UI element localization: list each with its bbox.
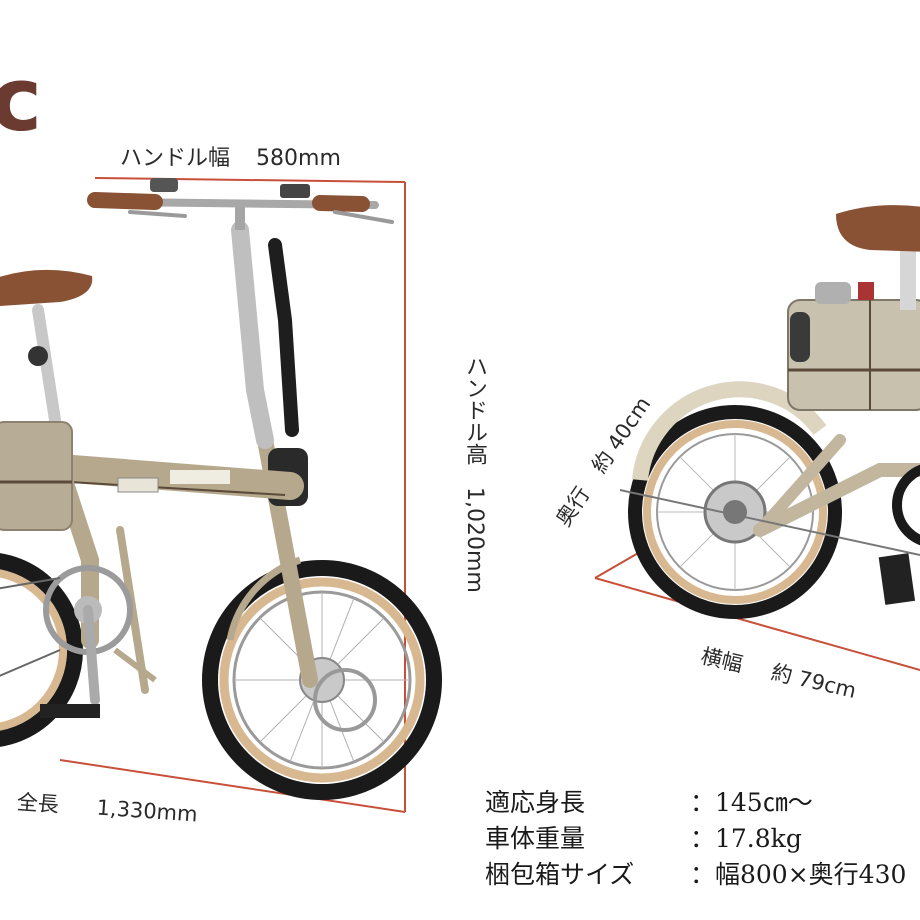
spec-row-weight: 車体重量 ：17.8kg <box>485 821 906 857</box>
handle-width-title: ハンドル幅 <box>120 146 231 171</box>
total-length-title: 全長 <box>16 789 60 817</box>
total-length-value: 1,330mm <box>95 795 199 827</box>
spec-key: 適応身長 <box>485 788 586 817</box>
spec-table: 適応身長 ：145㎝～ 車体重量 ：17.8kg 梱包箱サイズ ：幅800×奥行430 <box>485 785 906 893</box>
handle-width-value: 580mm <box>256 146 341 171</box>
handle-height-value: 1,020mm <box>462 487 487 593</box>
handle-height-title: ハンドル高 <box>462 355 487 465</box>
spec-key: 梱包箱サイズ <box>485 860 635 889</box>
folded-bike <box>619 205 920 619</box>
spec-value: ：17.8kg <box>690 824 802 853</box>
handle-height-label: ハンドル高 1,020mm <box>458 355 490 593</box>
spec-value: ：幅800×奥行430 <box>690 860 907 889</box>
spec-row-height: 適応身長 ：145㎝～ <box>485 785 906 821</box>
spec-key: 車体重量 <box>485 824 586 853</box>
spec-value: ：145㎝～ <box>690 788 813 817</box>
unfolded-bike <box>0 178 442 800</box>
spec-row-box: 梱包箱サイズ ：幅800×奥行430 <box>485 857 906 893</box>
handle-width-label: ハンドル幅 580mm <box>120 140 341 172</box>
brand-letter: c <box>0 48 43 151</box>
